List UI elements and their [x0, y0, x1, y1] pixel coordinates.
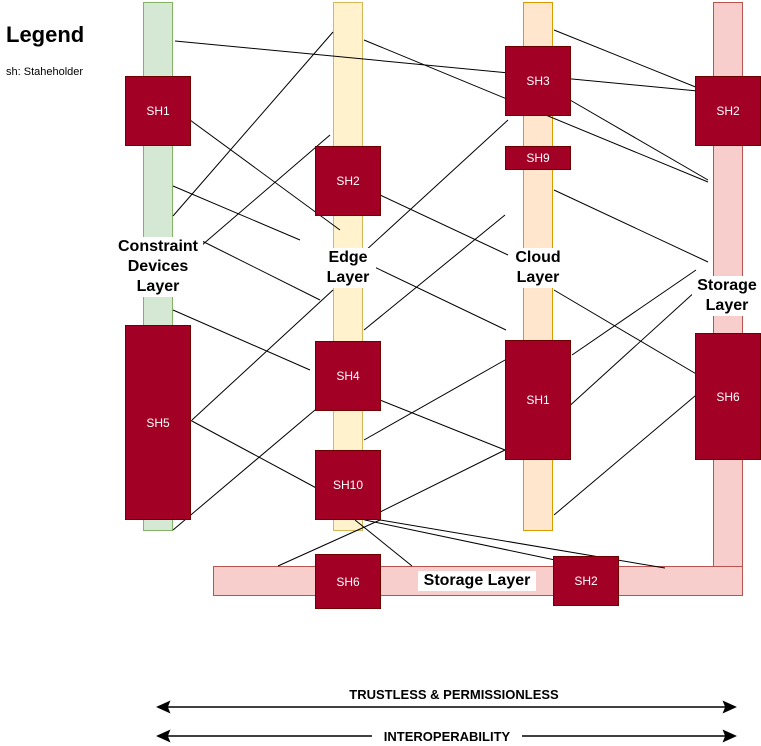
interoperability-arrow-right-head	[722, 729, 737, 743]
constraint-devices-layer-label: Constraint Devices Layer	[113, 237, 203, 297]
storage-layer-label-vertical: Storage Layer	[692, 276, 761, 316]
trustless-permissionless-label: TRUSTLESS & PERMISSIONLESS	[325, 687, 583, 702]
stakeholder-box: SH10	[315, 450, 381, 520]
legend-title: Legend	[6, 22, 85, 47]
cloud-layer-label: Cloud Layer	[510, 248, 566, 288]
stakeholder-box: SH6	[315, 554, 381, 609]
stakeholder-box: SH9	[505, 146, 571, 170]
stakeholder-box: SH5	[125, 325, 191, 520]
interoperability-arrow-left-head	[156, 729, 171, 743]
trustless-arrow-left-head	[156, 700, 171, 714]
stakeholder-box: SH2	[315, 146, 381, 216]
stakeholder-box: SH2	[553, 556, 619, 606]
stakeholder-box: SH4	[315, 341, 381, 411]
storage-layer-label-horizontal: Storage Layer	[418, 571, 536, 591]
trustless-arrow-right-head	[722, 700, 737, 714]
stakeholder-box: SH2	[695, 76, 761, 146]
stakeholder-box: SH1	[505, 340, 571, 460]
stakeholder-box: SH3	[505, 46, 571, 116]
legend-note: sh: Staheholder	[6, 66, 84, 78]
interoperability-label: INTEROPERABILITY	[372, 729, 522, 744]
stakeholder-box: SH1	[125, 76, 191, 146]
edge-layer-label: Edge Layer	[320, 248, 376, 288]
stakeholder-box: SH6	[695, 333, 761, 460]
